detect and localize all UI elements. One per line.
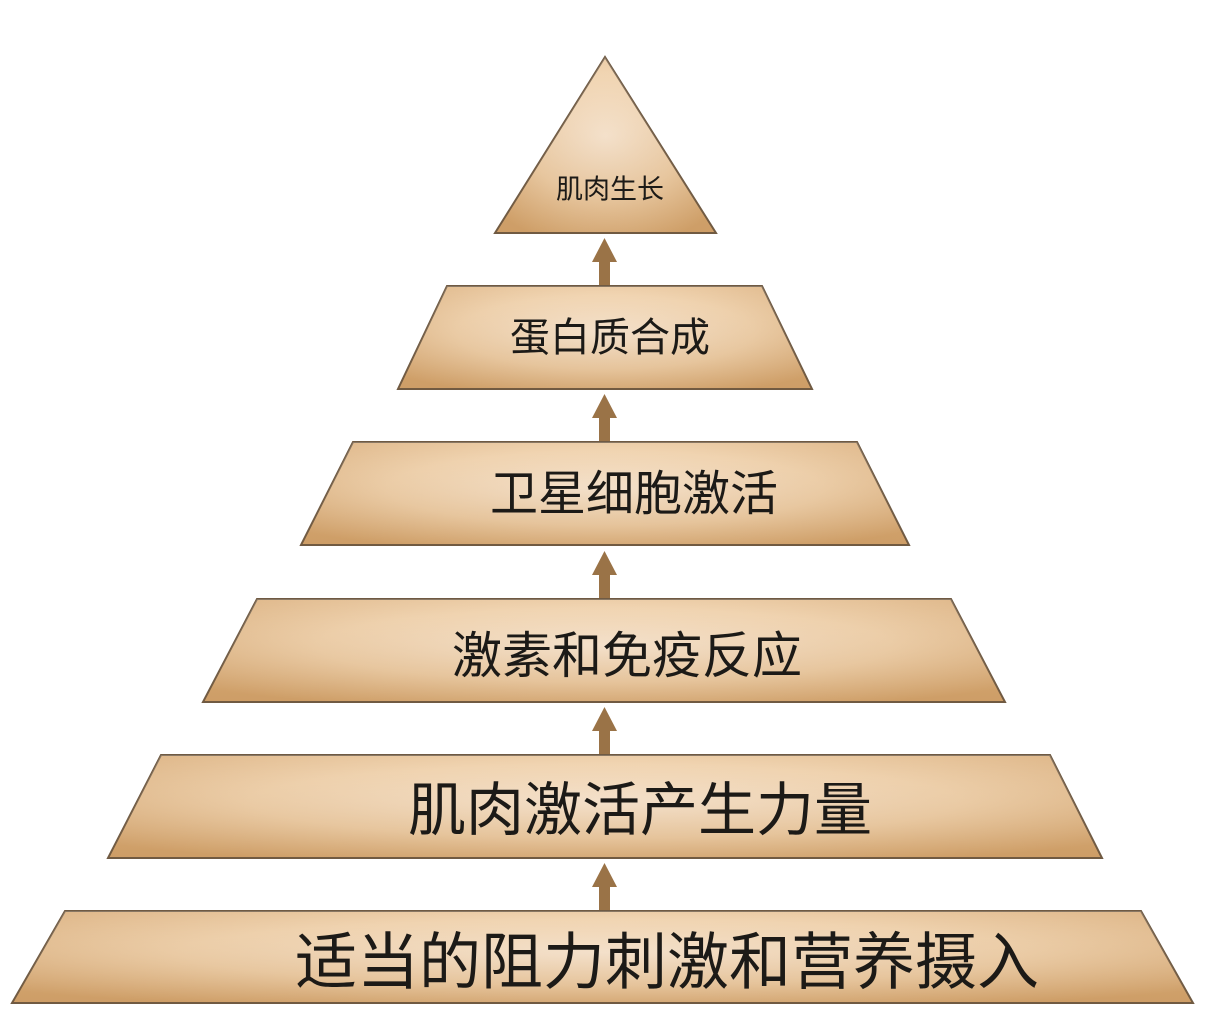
- tier-5-muscle-activation-force: 肌肉激活产生力量: [106, 754, 1104, 859]
- arrow-up-icon: [592, 551, 617, 599]
- arrow-up-icon: [592, 394, 617, 442]
- tier-6-label: 适当的阻力刺激和营养摄入: [295, 926, 1039, 999]
- tier-2-label: 蛋白质合成: [510, 315, 710, 361]
- tier-2-protein-synthesis: 蛋白质合成: [396, 285, 814, 390]
- tier-6-resistance-nutrition: 适当的阻力刺激和营养摄入: [10, 910, 1195, 1004]
- arrow-up-icon: [592, 707, 617, 755]
- tier-4-label: 激素和免疫反应: [452, 627, 802, 685]
- arrow-up-icon: [592, 238, 617, 286]
- tier-5-label: 肌肉激活产生力量: [408, 776, 872, 844]
- tier-1-label: 肌肉生长: [556, 175, 664, 206]
- tier-1-muscle-growth: 肌肉生长: [493, 55, 718, 234]
- tier-3-satellite-cell-activation: 卫星细胞激活: [299, 441, 911, 546]
- tier-4-hormonal-immune-response: 激素和免疫反应: [201, 598, 1007, 703]
- arrow-up-icon: [592, 863, 617, 911]
- tier-3-label: 卫星细胞激活: [490, 466, 778, 522]
